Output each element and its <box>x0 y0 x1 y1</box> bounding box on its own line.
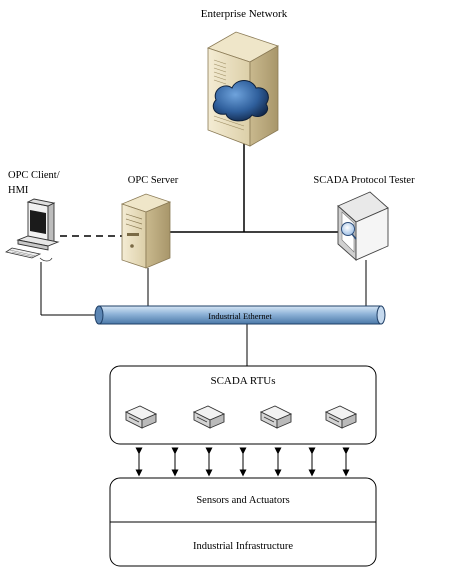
rtu-module-icon <box>259 405 293 429</box>
rtu-module-icon <box>324 405 358 429</box>
connection-lines <box>40 140 367 366</box>
sensors-actuators-label: Sensors and Actuators <box>196 495 289 506</box>
scada-rtus-label: SCADA RTUs <box>210 375 275 387</box>
scada-tester-label: SCADA Protocol Tester <box>313 175 415 186</box>
server-cabinet-with-cloud-icon <box>207 31 279 147</box>
industrial-ethernet-label: Industrial Ethernet <box>208 311 272 321</box>
opc-server-label: OPC Server <box>128 175 179 186</box>
industrial-infrastructure-label: Industrial Infrastructure <box>193 541 293 552</box>
enterprise-network-label: Enterprise Network <box>201 8 288 20</box>
tower-server-icon <box>120 193 172 269</box>
opc-client-node[interactable]: OPC Client/ HMI <box>5 170 60 262</box>
opc-client-label-line1: OPC Client/ <box>8 170 60 181</box>
industrial-ethernet-bus[interactable]: Industrial Ethernet <box>94 305 386 325</box>
scada-rtus-group[interactable]: SCADA RTUs <box>109 365 377 445</box>
desktop-computer-icon <box>5 198 60 262</box>
scada-protocol-tester-node[interactable]: SCADA Protocol Tester <box>313 175 415 262</box>
opc-server-node[interactable]: OPC Server <box>120 175 179 269</box>
field-layer-group[interactable]: Sensors and Actuators Industrial Infrast… <box>109 477 377 567</box>
protocol-analyzer-icon <box>337 191 389 262</box>
rtu-module-icon <box>124 405 158 429</box>
enterprise-network-node[interactable]: Enterprise Network <box>201 8 288 147</box>
opc-client-label-line2: HMI <box>8 185 29 196</box>
rtu-sensor-arrows <box>135 447 350 477</box>
rtu-module-icon <box>192 405 226 429</box>
scada-rtus-box <box>109 365 377 445</box>
